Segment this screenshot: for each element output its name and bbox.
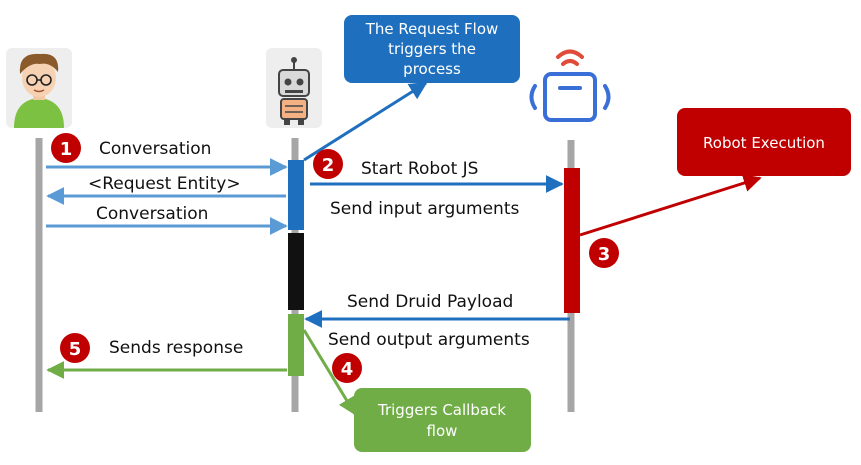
step-badge-2: 2 — [313, 149, 343, 179]
label-send-input: Send input arguments — [330, 199, 519, 219]
step-badge-5: 5 — [60, 333, 90, 363]
label-send-output: Send output arguments — [328, 330, 530, 350]
connector-callback — [302, 329, 357, 416]
svg-text:5: 5 — [69, 339, 82, 360]
label-conversation-1: Conversation — [99, 139, 211, 159]
connector-robot-execution — [579, 174, 762, 237]
label-conversation-2: Conversation — [96, 204, 208, 224]
bot-activation-request — [288, 160, 304, 230]
callout-robot-execution: Robot Execution — [677, 108, 851, 176]
robot-activation-execution — [564, 168, 580, 313]
svg-text:The Request Flow: The Request Flow — [365, 20, 499, 38]
step-badge-1: 1 — [51, 133, 81, 163]
step-badge-4: 4 — [332, 353, 362, 383]
svg-text:process: process — [403, 60, 461, 78]
svg-text:2: 2 — [322, 155, 335, 176]
label-request-entity: <Request Entity> — [88, 174, 241, 194]
svg-text:4: 4 — [341, 359, 354, 380]
svg-text:3: 3 — [598, 244, 611, 265]
rpa-robot-icon — [529, 49, 611, 122]
svg-text:1: 1 — [60, 139, 73, 160]
connector-request-flow — [303, 81, 428, 162]
bot-activation-callback — [288, 314, 304, 376]
user-avatar-icon — [6, 48, 72, 128]
svg-text:triggers the: triggers the — [388, 40, 476, 58]
chatbot-robot-icon — [266, 48, 322, 128]
label-start-robot: Start Robot JS — [361, 159, 478, 179]
callout-request-flow: The Request Flow triggers the process — [344, 15, 520, 83]
svg-text:flow: flow — [427, 422, 458, 440]
label-send-payload: Send Druid Payload — [347, 292, 513, 312]
label-sends-response: Sends response — [109, 338, 243, 358]
svg-text:Triggers Callback: Triggers Callback — [377, 401, 506, 419]
svg-text:Robot Execution: Robot Execution — [703, 134, 825, 152]
step-badge-3: 3 — [589, 238, 619, 268]
bot-activation-waiting — [288, 233, 304, 310]
callout-callback-flow: Triggers Callback flow — [354, 388, 531, 452]
